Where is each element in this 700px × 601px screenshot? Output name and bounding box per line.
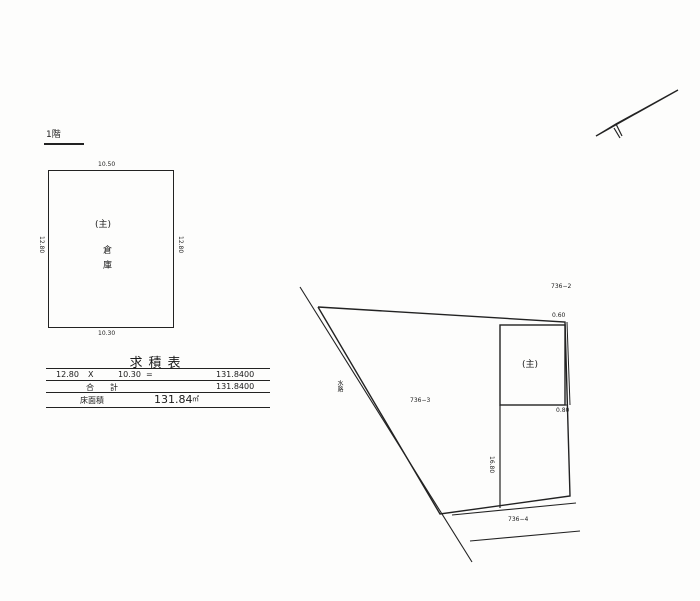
floor-area-label: 床面積: [80, 396, 104, 405]
floor-area-unit: ㎡: [192, 395, 199, 403]
waterway-label: 水路: [336, 380, 343, 392]
floor-label: 1階: [46, 130, 61, 140]
road-top-line: [451, 502, 577, 516]
building-right-dimension: 12.80: [177, 236, 184, 254]
waterway-line: [299, 286, 473, 563]
site-edge-line: [566, 321, 571, 406]
area-table-title: 求積表: [129, 356, 187, 371]
site-dim-top: 0.60: [552, 312, 566, 319]
area-table-row-total: 合 計 131.8400: [46, 380, 270, 392]
building-main-mark: (主): [95, 220, 112, 230]
lot-736-4-label: 736−4: [508, 516, 529, 523]
floor-label-underline: [44, 143, 84, 145]
building-left-dimension: 12.80: [38, 236, 45, 254]
floor-area-value: 131.84: [154, 393, 193, 406]
north-arrow-icon: [595, 89, 679, 139]
road-bottom-line: [469, 530, 581, 542]
total-label: 合 計: [86, 383, 118, 392]
site-dim-side: 16.80: [488, 456, 495, 474]
lot-736-3-label: 736−3: [410, 397, 431, 404]
area-table: 求積表 12.80 X 10.30 = 131.8400 合 計 131.840…: [46, 352, 270, 408]
area-table-row-floor-area: 床面積 131.84 ㎡: [46, 392, 270, 408]
calc-eq: =: [146, 370, 153, 379]
building-bottom-dimension: 10.30: [98, 330, 116, 337]
calc-op: X: [88, 370, 94, 379]
calc-result: 131.8400: [216, 370, 255, 379]
site-dim-mid: 0.80: [556, 407, 570, 414]
total-value: 131.8400: [216, 382, 255, 391]
site-building-mark: (主): [522, 360, 539, 370]
building-use-1: 倉: [103, 246, 113, 256]
calc-a: 12.80: [56, 370, 79, 379]
lot-736-2-label: 736−2: [551, 283, 572, 290]
building-top-dimension: 10.50: [98, 161, 116, 168]
building-use-2: 庫: [103, 261, 113, 271]
building-outline: [48, 170, 174, 328]
area-table-row-calc: 12.80 X 10.30 = 131.8400: [46, 368, 270, 380]
lot-boundary: [317, 306, 571, 515]
calc-b: 10.30: [118, 370, 141, 379]
